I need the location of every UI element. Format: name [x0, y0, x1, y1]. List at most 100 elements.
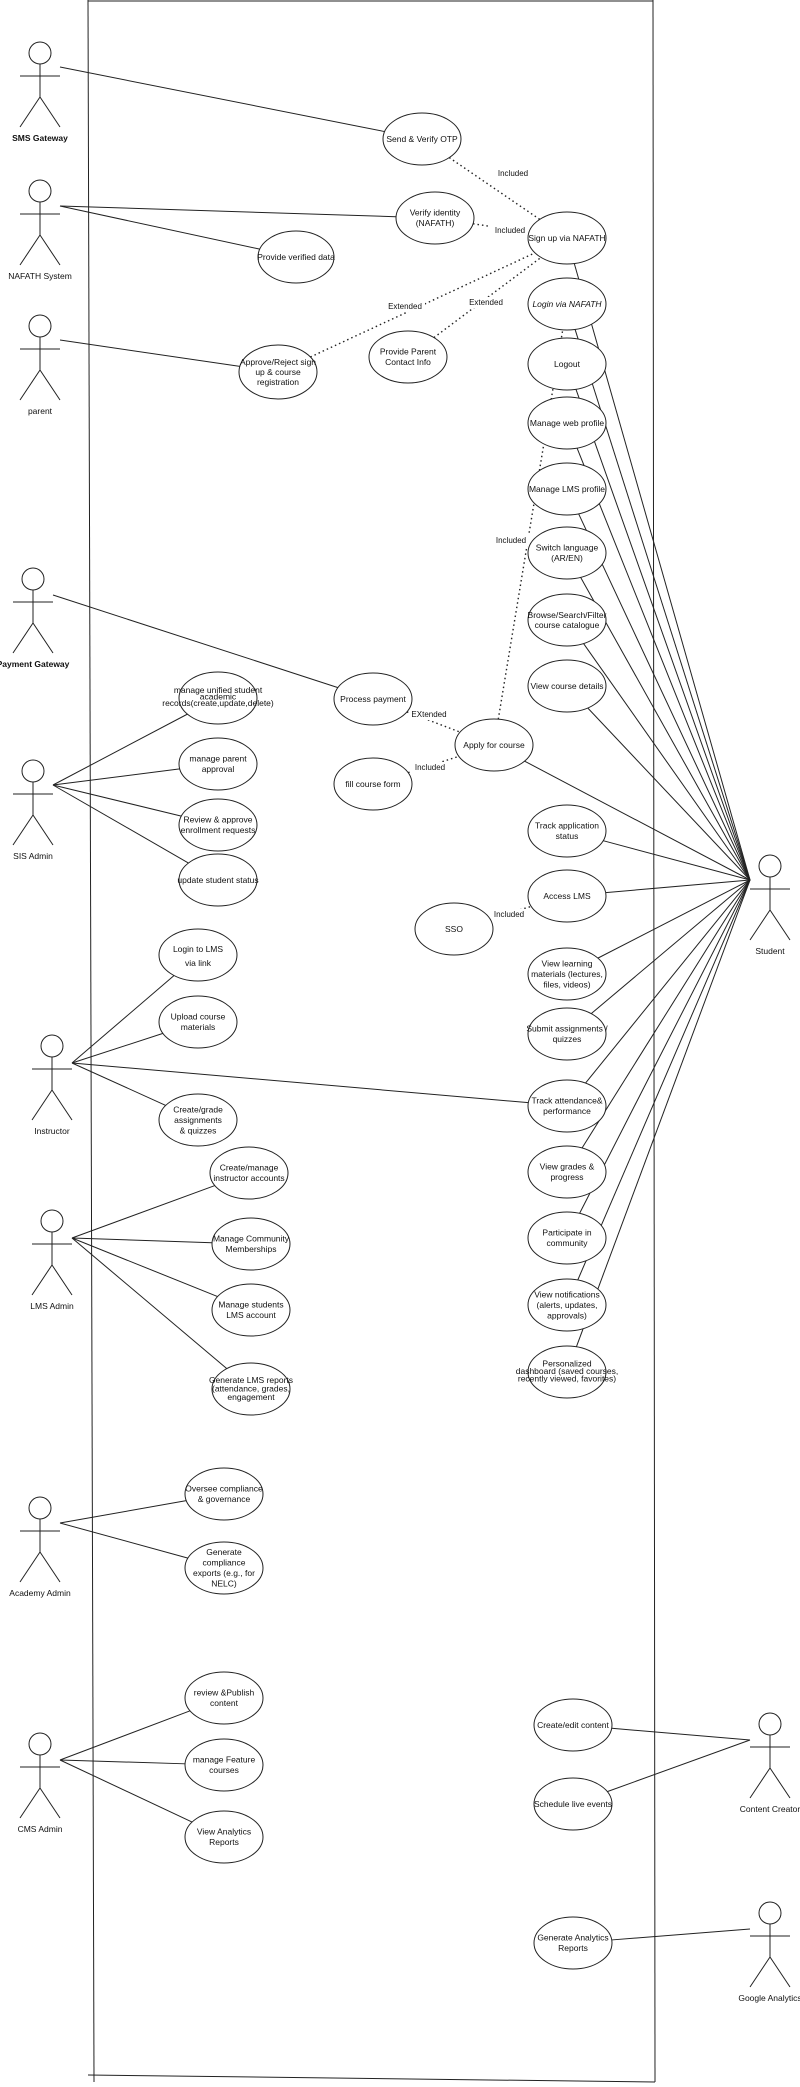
association-cms-admin	[59, 1710, 191, 1761]
create-instructor-accounts-use-case-text-0: Create/manage	[220, 1163, 279, 1173]
apply-course-use-case-text-0: Apply for course	[463, 740, 525, 750]
switch-language-use-case: Switch language(AR/EN)	[527, 526, 607, 580]
association-student	[579, 879, 751, 1214]
personalized-dashboard-use-case-text-1: dashboard (saved courses,	[516, 1366, 619, 1376]
view-notifications-use-case-text-1: (alerts, updates,	[537, 1300, 598, 1310]
login-nafath-use-case: Login via NAFATH	[527, 277, 607, 331]
association-student	[585, 879, 751, 1084]
extend-payment-relation-bg	[409, 709, 449, 720]
sms-gateway-label: SMS Gateway	[12, 133, 68, 143]
association-student	[577, 879, 751, 1281]
logout-use-case: Logout	[527, 337, 607, 391]
include-otp-relation	[448, 157, 541, 220]
manage-feature-use-case-text-0: manage Feature	[193, 1755, 256, 1765]
approve-reject-use-case-text-1: up & course	[255, 367, 301, 377]
parent-actor: parent	[19, 314, 61, 416]
submit-assignments-use-case: Submit assignments /quizzes	[526, 1007, 608, 1061]
include-verify-relation-bg	[490, 225, 530, 236]
access-lms-use-case-text-0: Access LMS	[543, 891, 591, 901]
oversee-compliance-use-case-text-1: & governance	[198, 1494, 251, 1504]
extend-payment-label: EXtended	[411, 710, 446, 719]
association-sms-otp	[59, 66, 385, 133]
sms-gateway-actor: SMS Gateway	[12, 41, 68, 143]
include-otp-label: Included	[498, 169, 528, 178]
oversee-compliance-use-case: Oversee compliance& governance	[184, 1467, 264, 1521]
manage-parent-approval-use-case-text-1: approval	[202, 764, 235, 774]
association-academy-admin	[59, 1500, 187, 1524]
generate-compliance-use-case-text-0: Generate	[206, 1547, 242, 1557]
approve-reject-use-case-text-0: Approve/Reject sign	[240, 357, 316, 367]
extend-approve-relation-bg	[385, 301, 425, 312]
manage-lms-profile-use-case: Manage LMS profile	[527, 462, 607, 516]
association-student	[590, 879, 751, 1015]
update-student-status-use-case-text-0: update student status	[177, 875, 258, 885]
extend-contact-relation-bg	[466, 297, 506, 308]
review-enrollment-use-case-text-1: enrollment requests	[181, 825, 256, 835]
association-student	[524, 760, 751, 881]
view-learning-use-case-text-0: View learning	[542, 958, 593, 968]
association-nafath-verify	[59, 205, 397, 218]
view-grades-use-case-text-0: View grades &	[540, 1162, 595, 1172]
association-student	[575, 389, 751, 881]
parent-label: parent	[28, 406, 53, 416]
manage-feature-use-case-text-1: courses	[209, 1765, 239, 1775]
generate-compliance-use-case-text-1: compliance	[203, 1558, 246, 1568]
provide-verified-data-use-case: Provide verified data	[257, 230, 335, 284]
send-verify-otp-use-case-text-0: Send & Verify OTP	[386, 134, 458, 144]
sis-admin-label: SIS Admin	[13, 851, 53, 861]
include-login-label: Included	[496, 536, 526, 545]
association-student	[587, 707, 751, 881]
association-instructor	[71, 975, 175, 1064]
association-payment-process	[52, 594, 339, 689]
association-sis-admin	[52, 768, 180, 786]
generate-lms-reports-use-case-text-1: (attendance, grades,	[212, 1383, 290, 1393]
include-form-label: Included	[415, 763, 445, 772]
verify-identity-use-case: Verify identity(NAFATH)	[395, 191, 475, 245]
apply-course-use-case: Apply for course	[454, 718, 534, 772]
association-lms-admin	[71, 1185, 216, 1239]
manage-students-lms-use-case-text-1: LMS account	[226, 1310, 276, 1320]
upload-materials-use-case-text-0: Upload course	[171, 1012, 226, 1022]
system-boundary	[87, 0, 656, 2083]
include-verify-label: Included	[495, 226, 525, 235]
include-sso-relation-bg	[489, 909, 529, 920]
academy-admin-label: Academy Admin	[9, 1588, 71, 1598]
generate-compliance-use-case-text-2: exports (e.g., for	[193, 1568, 255, 1578]
create-instructor-accounts-use-case-text-1: instructor accounts	[213, 1173, 284, 1183]
track-application-use-case-text-0: Track application	[535, 821, 599, 831]
payment-gateway-label: Payment Gateway	[0, 659, 70, 669]
manage-unified-records-use-case-text-2: records(create,update,delete)	[162, 698, 274, 708]
manage-web-profile-use-case: Manage web profile	[527, 396, 607, 450]
sso-use-case-text-0: SSO	[445, 924, 463, 934]
track-attendance-use-case-text-0: Track attendance&	[531, 1096, 602, 1106]
view-analytics-use-case-text-1: Reports	[209, 1837, 239, 1847]
google-analytics-label: Google Analytics	[738, 1993, 800, 2003]
association-student	[605, 879, 751, 894]
view-notifications-use-case: View notifications(alerts, updates,appro…	[527, 1278, 607, 1332]
generate-lms-reports-use-case-text-2: engagement	[227, 1392, 275, 1402]
create-grade-use-case-text-1: assignments	[174, 1115, 222, 1125]
association-instructor	[71, 1032, 164, 1064]
google-analytics-actor: Google Analytics	[738, 1901, 800, 2003]
view-grades-use-case-text-1: progress	[550, 1172, 583, 1182]
login-lms-link-use-case-text-1: via link	[185, 958, 212, 968]
send-verify-otp-use-case: Send & Verify OTP	[382, 112, 462, 166]
association-student	[597, 879, 751, 959]
association-student	[576, 447, 751, 881]
manage-unified-records-use-case: manage unified studentacademicrecords(cr…	[162, 671, 274, 725]
process-payment-use-case-text-0: Process payment	[340, 694, 406, 704]
view-course-details-use-case-text-0: View course details	[530, 681, 603, 691]
association-instructor	[71, 1062, 166, 1106]
manage-unified-records-use-case-text-0: manage unified student	[174, 685, 263, 695]
association-student	[575, 879, 751, 1347]
association-instructor	[71, 1062, 529, 1104]
